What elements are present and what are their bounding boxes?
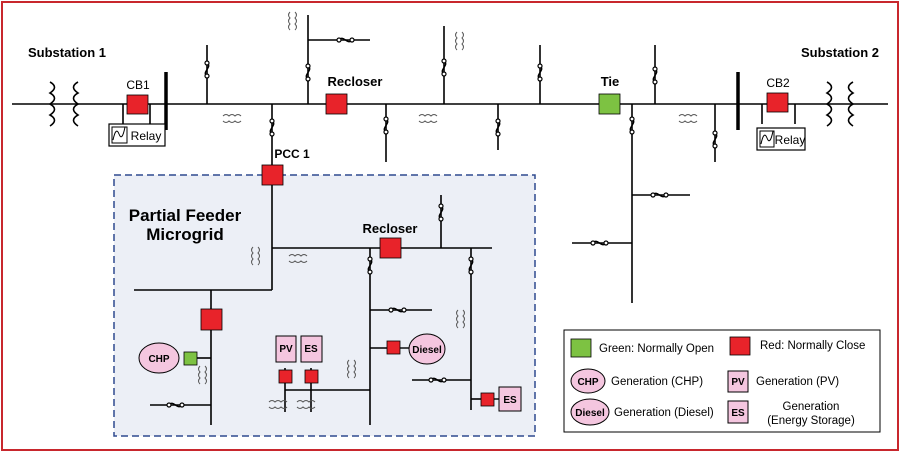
legend-es-text-line2: (Energy Storage) [767,415,855,427]
es-generator-1 [300,335,323,363]
pcc1-label: PCC 1 [274,147,310,161]
chp-label: CHP [148,354,169,365]
legend-pv-text: Generation (PV) [756,376,839,388]
microgrid-title-line1: Partial Feeder [129,206,242,225]
legend-chp-icon-label: CHP [577,377,598,388]
legend-pv-icon-label: PV [731,377,745,388]
legend-es-icon [727,400,749,424]
recloser-label: Recloser [328,74,383,89]
substation-2-label: Substation 2 [801,45,879,60]
relay-cb1 [108,123,166,147]
es-switch-2 [480,392,495,407]
legend-es-icon-label: ES [731,408,745,419]
microgrid-branch-switch [200,308,223,331]
pv-generator [275,335,297,363]
legend-box [563,329,881,433]
cb2-switch [766,92,789,113]
cb1-label: CB1 [126,78,150,92]
pv-label: PV [279,344,293,355]
relay-cb2-label: Relay [775,133,806,147]
main-feeder [12,15,888,303]
microgrid-recloser-label: Recloser [363,221,418,236]
diesel-label: Diesel [412,345,442,356]
cb1-switch [126,94,149,115]
tie-label: Tie [601,74,620,89]
diesel-generator [408,333,446,365]
es-label-1: ES [304,344,318,355]
legend-pv-icon [727,370,749,393]
microgrid-boundary [113,174,536,437]
es-label-2: ES [503,395,517,406]
pv-switch [278,369,293,384]
legend-diesel-icon-label: Diesel [575,408,605,419]
substation-1-label: Substation 1 [28,45,106,60]
es-generator-2 [498,386,522,412]
legend-chp-text: Generation (CHP) [611,376,703,388]
recloser-switch [325,93,348,115]
microgrid-title-line2: Microgrid [146,225,223,244]
legend-es-text-line1: Generation [783,401,840,413]
microgrid-recloser-switch [379,237,402,259]
legend-red-swatch [729,336,751,356]
legend-red-text: Red: Normally Close [760,340,865,352]
legend: Green: Normally Open Red: Normally Close… [563,329,881,433]
cb2-label: CB2 [766,76,790,90]
legend-chp-icon [570,368,606,394]
relay-cb1-label: Relay [131,129,162,143]
legend-diesel-text: Generation (Diesel) [614,407,714,419]
es-switch-1 [304,369,319,384]
legend-green-text: Green: Normally Open [599,343,714,355]
pcc1-switch [261,164,284,186]
chp-open-switch [183,351,198,366]
tie-switch [598,93,621,115]
chp-generator [138,342,180,374]
diesel-switch [386,340,401,355]
legend-diesel-icon [570,398,610,426]
legend-green-swatch [570,338,592,358]
relay-cb2 [756,127,806,151]
